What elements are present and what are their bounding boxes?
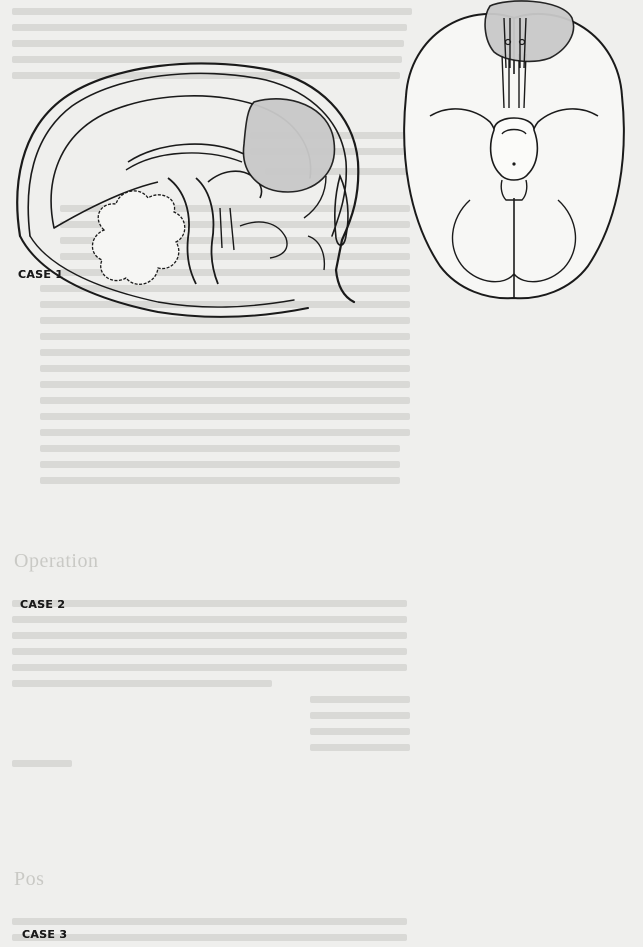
case-3-label: CASE 3 bbox=[22, 928, 67, 941]
case-1-axial-lesion bbox=[485, 1, 574, 61]
case-1-sagittal-view bbox=[17, 63, 358, 316]
case-1-sagittal-lesion bbox=[243, 99, 334, 192]
case-1-label: CASE 1 bbox=[18, 268, 63, 281]
case-2-label: CASE 2 bbox=[20, 598, 65, 611]
case-1-axial-view bbox=[404, 1, 624, 298]
